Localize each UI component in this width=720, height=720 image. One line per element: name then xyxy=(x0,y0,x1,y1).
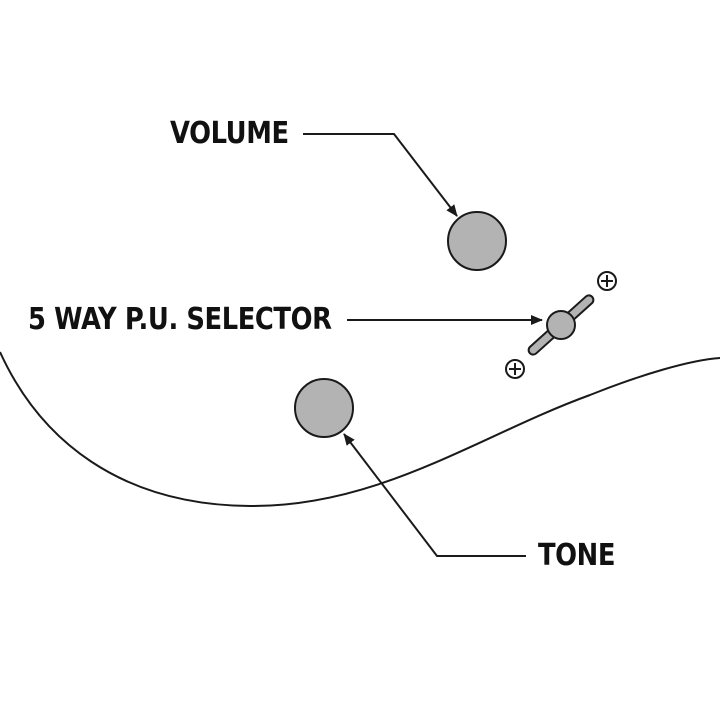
screw-bottom-left-icon xyxy=(505,359,525,379)
pickup-selector-label: 5 WAY P.U. SELECTOR xyxy=(28,302,332,337)
body-outline-curve xyxy=(0,351,720,508)
selector-tip xyxy=(546,310,576,340)
tone-label: TONE xyxy=(538,538,616,573)
tone-knob xyxy=(294,378,354,438)
volume-label: VOLUME xyxy=(170,116,289,151)
pickup-selector-switch xyxy=(527,294,595,356)
volume-knob xyxy=(447,211,507,271)
screw-top-right-icon xyxy=(597,271,617,291)
volume-leader-arrow xyxy=(303,133,458,217)
tone-leader-arrow xyxy=(343,433,526,557)
